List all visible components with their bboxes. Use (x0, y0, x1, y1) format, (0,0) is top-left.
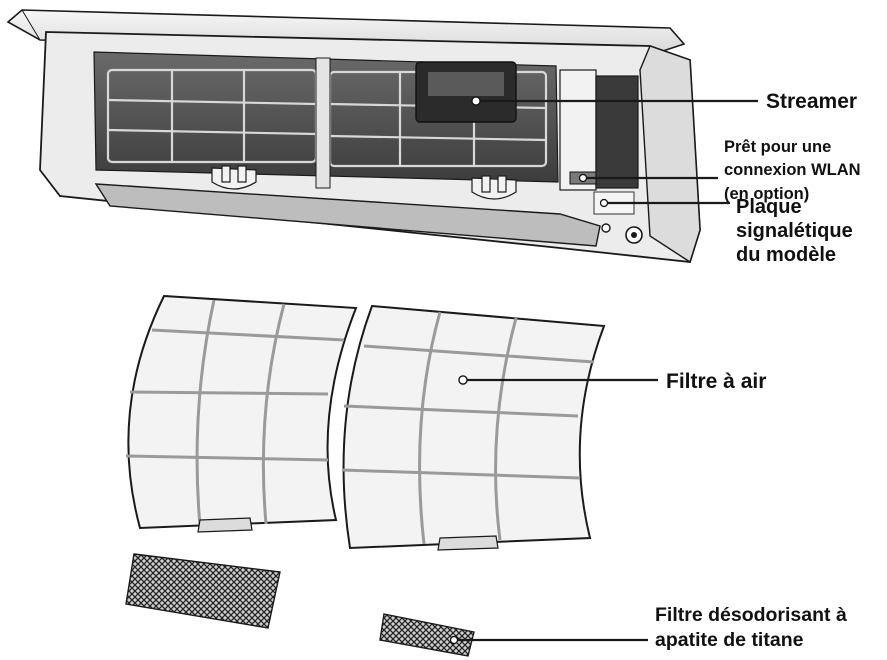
label-wlan-line1: Prêt pour une (724, 138, 832, 156)
leader-dot-filtre-air (458, 375, 468, 385)
label-plaque-line1: Plaque (736, 196, 802, 218)
leader-dot-plaque (599, 198, 609, 208)
leader-lines (454, 99, 758, 642)
unit-side-cap (639, 45, 701, 264)
label-deso-line2: apatite de titane (655, 629, 804, 652)
label-wlan-line2: connexion WLAN (724, 161, 861, 180)
filter-tabs (211, 165, 517, 200)
leader-dot-streamer (471, 96, 481, 106)
leader-dot-filtre-deso (449, 635, 459, 645)
indoor-unit (6, 9, 701, 264)
label-wlan-ready: Prêt pour une connexion WLAN (en option) (724, 136, 861, 206)
label-plaque-line2: signalétique (736, 220, 853, 242)
label-wlan-line3: (en option) (724, 184, 810, 203)
louver (94, 183, 601, 247)
label-plaque-line3: du modèle (736, 244, 837, 266)
unit-button (601, 223, 643, 244)
deodorizing-filter-2 (379, 613, 475, 657)
wlan-compartment (559, 69, 639, 191)
label-deso-line1: Filtre désodorisant à (655, 604, 847, 626)
leader-dot-wlan (578, 173, 588, 183)
label-model-nameplate: Plaque signalétique du modèle (736, 195, 853, 267)
installed-filter-left (106, 68, 318, 164)
label-deodorizing-filter: Filtre désodorisant à apatite de titane (655, 603, 847, 654)
air-filter-right (341, 304, 606, 551)
label-streamer: Streamer (766, 90, 858, 113)
air-filter-left (125, 294, 358, 533)
streamer-unit (415, 61, 517, 123)
label-air-filter: Filtre à air (666, 370, 767, 393)
deodorizing-filter-1 (125, 553, 281, 629)
